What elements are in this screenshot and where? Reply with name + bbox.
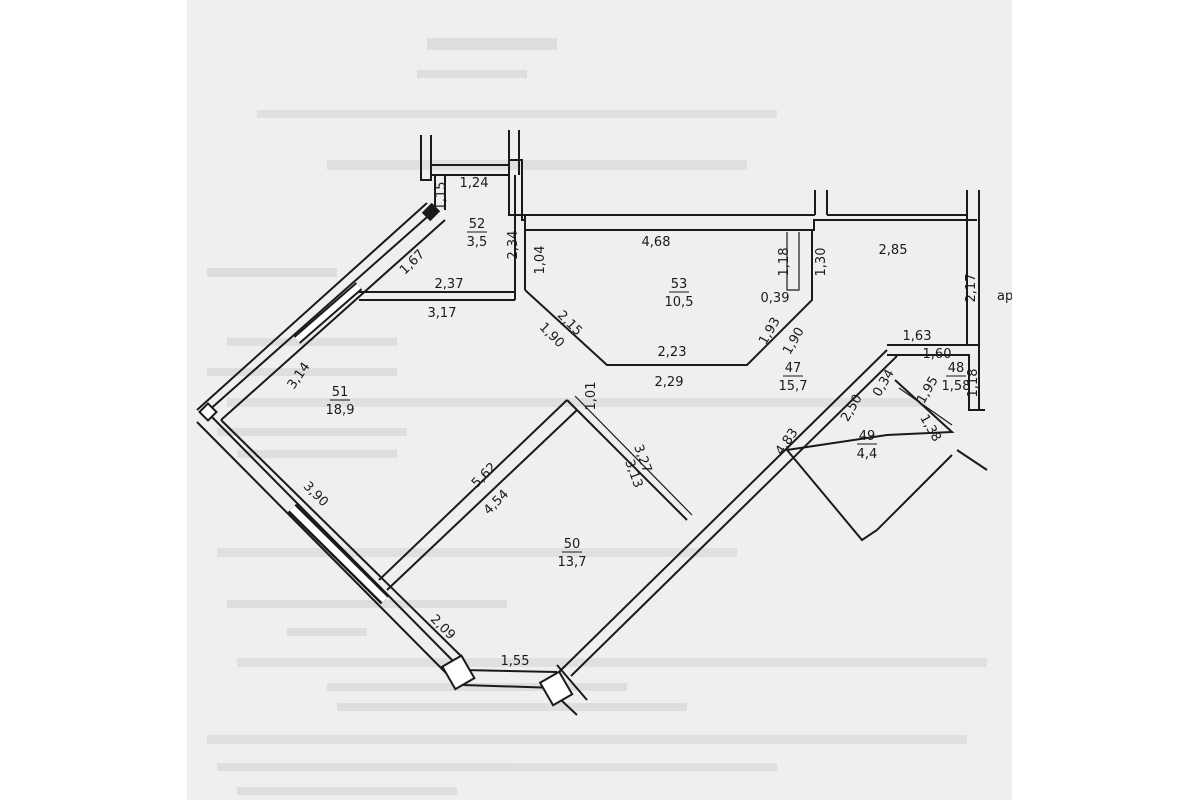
room-label-53: 53 10,5 — [665, 277, 694, 310]
dimension-label: 2,34 — [506, 231, 521, 260]
room-number: 50 — [564, 537, 581, 552]
plan-sheet: 1,24 1,15 2,34 1,04 4,68 1,18 1,30 2,85 2,17 1,67… — [187, 0, 1012, 800]
dimension-label: 1,18 — [966, 369, 981, 398]
dimension-label: 1,24 — [460, 176, 489, 191]
dimension-labels: 1,24 1,15 2,34 1,04 4,68 1,18 1,30 2,85 2,17 1,67… — [285, 176, 1012, 669]
room-area: 18,9 — [326, 403, 355, 418]
marker-label: ар. — [997, 289, 1012, 304]
room-label-48: 481,58 — [942, 361, 971, 394]
dimension-label: 1,18 — [777, 248, 792, 277]
room-label-52: 523,5 — [467, 217, 488, 250]
dimension-label: 1,60 — [923, 347, 952, 362]
dimension-label: 2,29 — [655, 375, 684, 390]
room-number: 51 — [332, 385, 349, 400]
dimension-label: 1,04 — [533, 246, 548, 275]
dimension-label: 2,37 — [435, 277, 464, 292]
room-number: 53 — [671, 277, 688, 292]
dimension-label: 1,63 — [903, 329, 932, 344]
room-number: 52 — [469, 217, 486, 232]
dimension-label: 4,54 — [481, 487, 512, 518]
dimension-label: 2,50 — [838, 392, 865, 425]
room-area: 4,4 — [857, 447, 878, 462]
room-label-51: 51 18,9 — [326, 385, 355, 418]
dimension-label: 1,95 — [914, 374, 941, 407]
dimension-label: 1,01 — [584, 382, 599, 411]
floor-plan-diagram: 1,24 1,15 2,34 1,04 4,68 1,18 1,30 2,85 2,17 1,67… — [196, 38, 1012, 795]
dimension-label: 2,17 — [964, 274, 979, 303]
room-area: 1,58 — [942, 379, 971, 394]
dimension-label: 3,90 — [300, 479, 331, 510]
dimension-label: 2,85 — [879, 243, 908, 258]
room-area: 15,7 — [779, 379, 808, 394]
dimension-label: 1,30 — [814, 248, 829, 277]
room-label-49: 494,4 — [857, 429, 878, 462]
background-ghost-text — [207, 38, 987, 795]
dimension-label: 1,15 — [434, 182, 449, 211]
dimension-label: 1,90 — [780, 325, 807, 358]
dimension-label: 0,39 — [761, 291, 790, 306]
walls — [196, 130, 988, 716]
room-area: 3,5 — [467, 235, 488, 250]
room-area: 13,7 — [558, 555, 587, 570]
room-label-47: 47 15,7 — [779, 361, 808, 394]
dimension-label: 0,34 — [870, 367, 897, 400]
dimension-label: 4,68 — [642, 235, 671, 250]
room-area: 10,5 — [665, 295, 694, 310]
room-label-50: 50 13,7 — [558, 537, 587, 570]
dimension-label: 1,67 — [397, 247, 428, 278]
room-number: 47 — [785, 361, 802, 376]
room-number: 49 — [859, 429, 876, 444]
dimension-label: 3,17 — [428, 306, 457, 321]
room-number: 48 — [948, 361, 965, 376]
dimension-label: 1,55 — [501, 654, 530, 669]
dimension-label: 2,23 — [658, 345, 687, 360]
